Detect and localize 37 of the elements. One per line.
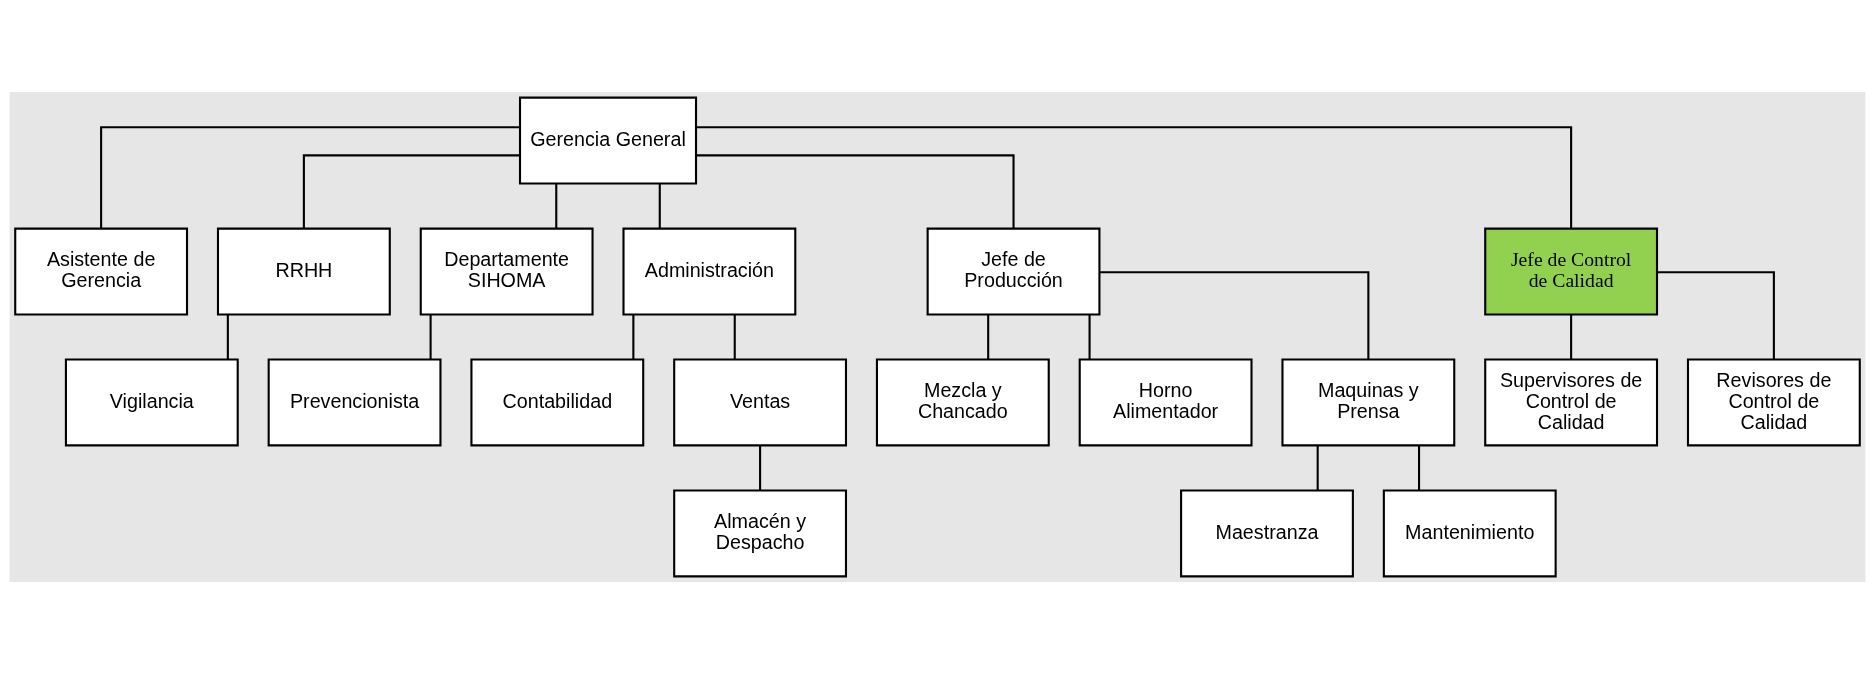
connector: [1657, 271, 1775, 360]
node-box: RRHH: [216, 227, 391, 316]
node-box: Departamente SIHOMA: [419, 227, 594, 316]
node-box: Vigilancia: [64, 358, 239, 447]
connector: [1316, 445, 1319, 491]
connector: [100, 126, 520, 229]
connector: [696, 154, 1015, 229]
node-box: Almacén y Despacho: [673, 489, 848, 578]
node-box: Gerencia General: [518, 96, 698, 185]
node-box: Supervisores de Control de Calidad: [1484, 358, 1659, 447]
connector: [302, 154, 520, 229]
node-box: Ventas: [673, 358, 848, 447]
connector: [226, 314, 229, 360]
node-box: Contabilidad: [470, 358, 645, 447]
node-box: Asistente de Gerencia: [14, 227, 189, 316]
node-box: Revisores de Control de Calidad: [1686, 358, 1861, 447]
node-box: Mezcla y Chancado: [875, 358, 1050, 447]
node-box: Prevencionista: [267, 358, 442, 447]
node-box: Jefe de Producción: [926, 227, 1101, 316]
node-box: Maestranza: [1180, 489, 1354, 578]
connector: [1088, 314, 1091, 360]
connector: [1099, 271, 1370, 360]
node-box: Administración: [622, 227, 797, 316]
connector: [429, 314, 432, 360]
connector: [1570, 314, 1573, 360]
connector: [632, 314, 635, 360]
node-box: Jefe de Control de Calidad: [1484, 227, 1659, 316]
connector: [696, 126, 1573, 229]
node-box: Maquinas y Prensa: [1281, 358, 1456, 447]
connector: [555, 183, 558, 229]
node-box: Horno Alimentador: [1078, 358, 1253, 447]
connector: [759, 445, 762, 491]
connector: [987, 314, 990, 360]
node-box: Mantenimiento: [1382, 489, 1557, 578]
connector: [658, 183, 661, 229]
connector: [733, 314, 736, 360]
connector: [1418, 445, 1421, 491]
